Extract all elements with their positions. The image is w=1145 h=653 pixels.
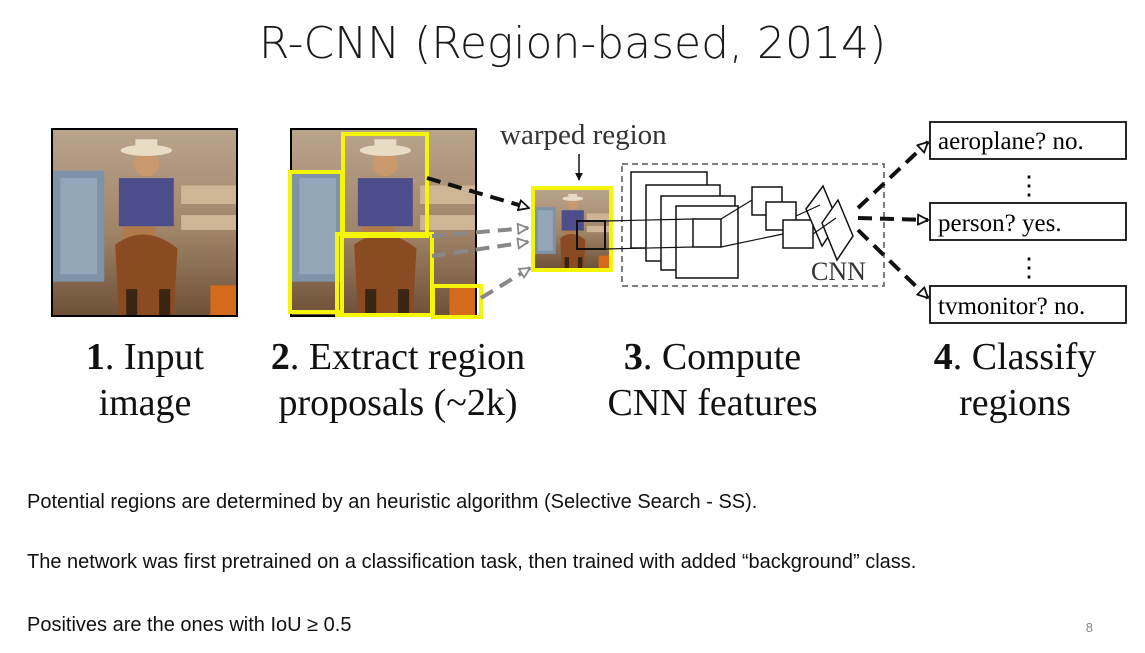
slide-title: R-CNN (Region-based, 2014): [258, 18, 887, 69]
step-3-line2: CNN features: [607, 382, 818, 424]
step-3-label: 3. Compute CNN features: [580, 334, 845, 426]
proposal-box-horse: [335, 232, 434, 317]
note-selective-search: Potential regions are determined by an h…: [27, 491, 758, 513]
note-pretraining: The network was first pretrained on a cl…: [27, 551, 917, 573]
svg-text:tvmonitor? no.: tvmonitor? no.: [938, 293, 1085, 320]
step-2-label: 2. Extract region proposals (~2k): [238, 334, 558, 426]
proposal-arrow-gray-3: [479, 266, 530, 300]
output-arrow-tvmonitor: [856, 228, 928, 300]
cnn-label: CNN: [811, 257, 866, 286]
warped-region-image: [531, 186, 613, 272]
cnn-feature-maps: [630, 171, 854, 279]
step-4-number: 4: [933, 336, 953, 378]
step-2-number: 2: [270, 336, 290, 378]
output-box-aeroplane: aeroplane? no.: [929, 121, 1127, 160]
step-1-number: 1: [85, 336, 105, 378]
output-box-person: person? yes.: [929, 202, 1127, 241]
output-arrow-aeroplane: [856, 140, 928, 210]
page-number: 8: [1085, 620, 1093, 635]
step-2-line1: . Extract region: [289, 336, 526, 378]
proposal-arrow-black: [426, 176, 529, 208]
step-2-line2: proposals (~2k): [278, 382, 518, 424]
ellipsis-2: ⋮: [1016, 253, 1042, 282]
ellipsis-1: ⋮: [1016, 171, 1042, 200]
input-image: [51, 128, 238, 317]
proposal-box-left: [288, 170, 344, 314]
cnn-dashed-box: [621, 163, 885, 287]
step-4-label: 4. Classify regions: [910, 334, 1120, 426]
step-3-number: 3: [623, 336, 643, 378]
step-3-line1: . Compute: [642, 336, 802, 378]
step-4-line2: regions: [959, 382, 1071, 424]
proposal-arrow-gray-2: [431, 242, 528, 258]
warped-region-label: warped region: [500, 119, 667, 151]
svg-text:person? yes.: person? yes.: [938, 210, 1062, 237]
step-1-label: 1. Input image: [60, 334, 230, 426]
svg-text:aeroplane? no.: aeroplane? no.: [938, 128, 1084, 155]
cnn-connection-lines: [576, 199, 837, 250]
output-box-tvmonitor: tvmonitor? no.: [929, 285, 1127, 324]
proposal-arrow-gray-1: [431, 228, 528, 238]
output-arrow-person: [857, 218, 928, 220]
proposal-box-small: [431, 284, 483, 319]
note-positives-iou: Positives are the ones with IoU ≥ 0.5: [27, 614, 352, 636]
step-1-line1: . Input: [104, 336, 205, 378]
region-proposals-image: [288, 128, 483, 319]
step-1-line2: image: [98, 382, 192, 424]
step-4-line1: . Classify: [952, 336, 1097, 378]
